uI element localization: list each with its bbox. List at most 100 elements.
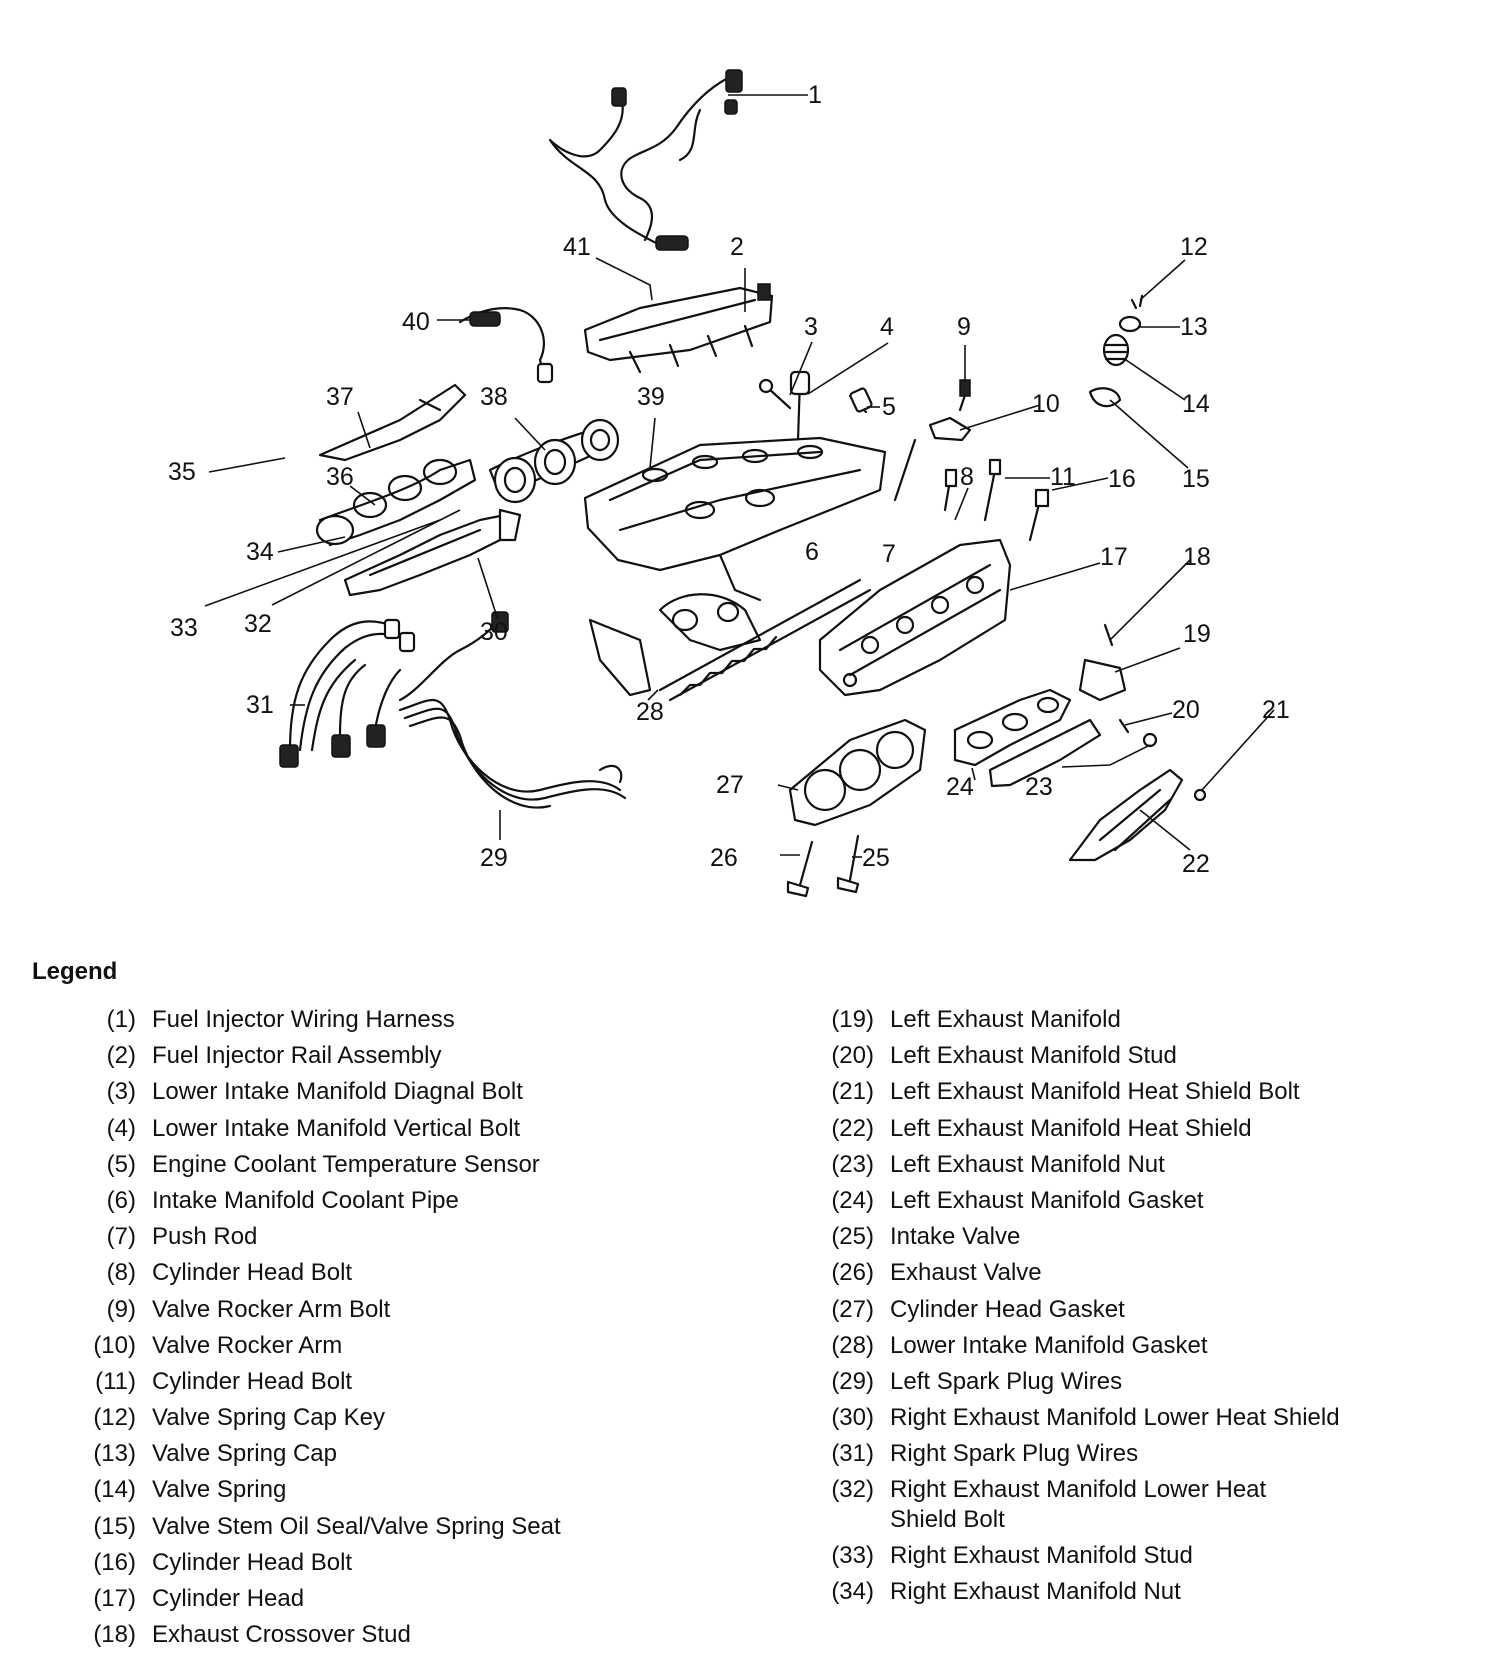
legend-item-text: Left Exhaust Manifold Heat Shield Bolt	[890, 1078, 1300, 1106]
legend-item: (13) Valve Spring Cap	[80, 1437, 780, 1470]
callout-17: 17	[1100, 543, 1128, 571]
legend-item: (7) Push Rod	[80, 1220, 780, 1253]
legend-item: (4)Lower Intake Manifold Vertical Bolt	[80, 1112, 780, 1145]
legend-item: (24)Left Exhaust Manifold Gasket	[818, 1184, 1498, 1217]
callout-16: 16	[1108, 465, 1136, 493]
legend-item-number: (33)	[831, 1541, 874, 1569]
legend-item-text: Cylinder Head Bolt	[152, 1367, 353, 1395]
part-fuel-injector-rail	[583, 283, 774, 374]
callout-26: 26	[710, 844, 738, 872]
legend-item-text: Right Exhaust Manifold Lower Heat Shield…	[890, 1476, 1267, 1534]
legend-item: (34)Right Exhaust Manifold Nut	[818, 1575, 1498, 1608]
legend-item: (17) Cylinder Head	[80, 1582, 780, 1615]
part-o2-sensor	[458, 307, 554, 384]
legend-item-text: Left Exhaust Manifold Stud	[890, 1042, 1177, 1070]
legend-item-text: Cylinder Head Gasket	[890, 1295, 1125, 1323]
legend-item: (29)Left Spark Plug Wires	[818, 1365, 1498, 1398]
legend-item-text: Fuel Injector Wiring Harness	[152, 1006, 455, 1033]
legend-item-number: (6)	[106, 1186, 136, 1214]
legend-item-number: (5)	[106, 1150, 136, 1178]
legend-item: (33) Right Exhaust Manifold Stud	[818, 1539, 1498, 1572]
legend-item-text: Intake Manifold Coolant Pipe	[152, 1186, 459, 1214]
callout-32: 32	[244, 610, 272, 638]
legend-item-number: (15)	[93, 1512, 136, 1540]
part-right-exhaust-upper-shield	[318, 383, 467, 462]
callout-41: 41	[563, 233, 591, 261]
legend-item-number: (23)	[831, 1150, 874, 1178]
legend-item-number: (30)	[831, 1404, 874, 1432]
legend-item-text: Right Exhaust Manifold Lower Heat Shield	[890, 1404, 1340, 1432]
callout-27: 27	[716, 771, 744, 799]
legend-item-text: Left Exhaust Manifold Nut	[890, 1150, 1165, 1178]
legend-item-text: Right Exhaust Manifold Stud	[890, 1541, 1193, 1569]
legend-item-number: (10)	[93, 1331, 136, 1359]
legend-item: (15) Valve Stem Oil Seal/Valve Spring Sea…	[80, 1510, 780, 1543]
legend-item: (3)Lower Intake Manifold Diagnal Bolt	[80, 1075, 780, 1108]
callout-38: 38	[480, 383, 508, 411]
legend-item-text: Valve Spring Cap Key	[152, 1404, 386, 1432]
legend-item: (12)Valve Spring Cap Key	[80, 1401, 780, 1434]
callout-2: 2	[730, 233, 744, 261]
legend-item: (9)Valve Rocker Arm Bolt	[80, 1293, 780, 1326]
legend-item: (23) Left Exhaust Manifold Nut	[818, 1148, 1498, 1181]
legend-item: (6) Intake Manifold Coolant Pipe	[80, 1184, 780, 1217]
callout-34: 34	[246, 538, 274, 566]
legend-item-number: (18)	[93, 1621, 136, 1649]
part-rocker-and-pushrod	[893, 379, 1050, 542]
legend-item-text: Valve Spring Cap	[152, 1440, 337, 1468]
part-valves	[786, 834, 860, 898]
part-valve-spring-parts	[1088, 294, 1144, 408]
part-fuel-injector-wiring-harness	[548, 69, 743, 251]
legend-title: Legend	[32, 958, 118, 985]
legend-item-number: (17)	[93, 1585, 136, 1612]
callout-6: 6	[805, 538, 819, 566]
legend-item-number: (16)	[93, 1548, 136, 1576]
legend-item-text: Lower Intake Manifold Vertical Bolt	[152, 1114, 521, 1142]
legend-item: (1)Fuel Injector Wiring Harness	[80, 1003, 780, 1036]
legend-item-text: Engine Coolant Temperature Sensor	[152, 1150, 540, 1178]
legend-item-text: Push Rod	[152, 1223, 258, 1251]
legend-item-text: Left Spark Plug Wires	[890, 1367, 1123, 1395]
legend-item-number: (7)	[106, 1223, 136, 1251]
callout-35: 35	[168, 458, 196, 486]
legend-item-text: Right Exhaust Manifold Nut	[890, 1577, 1181, 1605]
legend-item-number: (25)	[831, 1223, 874, 1251]
callout-13: 13	[1180, 313, 1208, 341]
legend-item-number: (31)	[831, 1440, 874, 1468]
callout-5: 5	[882, 393, 896, 421]
legend-item-number: (19)	[831, 1006, 874, 1033]
callout-labels: 1 2 3 4 5 6 7 8 9 10 11 12 13 14 15 16 1…	[168, 81, 1290, 878]
legend-item: (28)Lower Intake Manifold Gasket	[818, 1329, 1498, 1362]
part-lower-intake-gasket	[588, 578, 872, 702]
part-cylinder-head	[818, 538, 1012, 697]
legend-item-number: (13)	[93, 1440, 136, 1468]
legend-item-text: Valve Rocker Arm Bolt	[152, 1295, 391, 1323]
legend-item-text: Fuel Injector Rail Assembly	[152, 1042, 442, 1070]
legend-item: (18)Exhaust Crossover Stud	[80, 1618, 780, 1651]
legend-item: (20) Left Exhaust Manifold Stud	[818, 1039, 1498, 1072]
legend-item: (11)Cylinder Head Bolt	[80, 1365, 780, 1398]
legend-item-number: (20)	[831, 1042, 874, 1070]
legend-item: (25)Intake Valve	[818, 1220, 1498, 1253]
legend-item-number: (24)	[831, 1186, 874, 1214]
part-bolts-3-4-5	[758, 370, 873, 442]
callout-8: 8	[960, 463, 974, 491]
callout-39: 39	[637, 383, 665, 411]
legend-item-text: Valve Stem Oil Seal/Valve Spring Seat	[152, 1512, 561, 1540]
legend-item-text: Valve Rocker Arm	[152, 1331, 343, 1359]
part-left-exhaust-manifold	[953, 623, 1158, 788]
callout-4: 4	[880, 313, 894, 341]
callout-33: 33	[170, 614, 198, 642]
callout-23: 23	[1025, 773, 1053, 801]
legend-item-number: (22)	[831, 1114, 874, 1142]
legend-item: (22)Left Exhaust Manifold Heat Shield	[818, 1112, 1498, 1145]
callout-20: 20	[1172, 696, 1200, 724]
callout-40: 40	[402, 308, 430, 336]
callout-28: 28	[636, 698, 664, 726]
legend-item-number: (8)	[106, 1259, 136, 1287]
legend-item-text: Cylinder Head	[152, 1585, 305, 1612]
legend-item: (16)Cylinder Head Bolt	[80, 1546, 780, 1579]
callout-37: 37	[326, 383, 354, 411]
legend-item: (19)Left Exhaust Manifold	[818, 1003, 1498, 1036]
legend-item: (2)Fuel Injector Rail Assembly	[80, 1039, 780, 1072]
